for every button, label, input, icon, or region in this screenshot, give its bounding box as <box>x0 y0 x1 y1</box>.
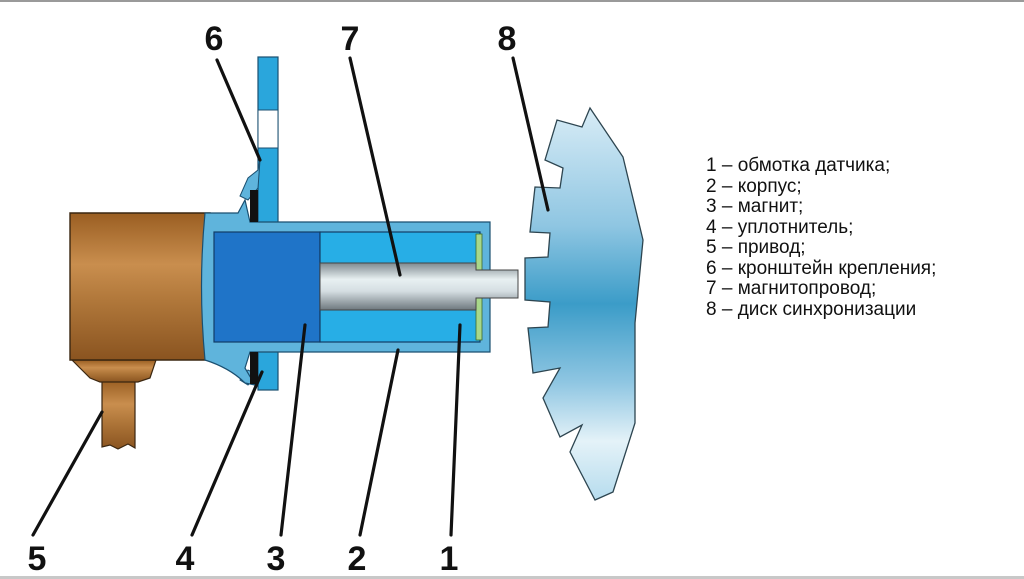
drive-part <box>69 212 211 450</box>
legend-item: 1 – обмотка датчика; <box>706 155 891 176</box>
magnet <box>213 231 321 343</box>
legend-item: 7 – магнитопровод; <box>706 278 877 299</box>
legend-item: 4 – уплотнитель; <box>706 216 854 238</box>
legend-item: 8 – диск синхронизации <box>706 298 917 320</box>
callout-5: 5 <box>28 540 47 578</box>
callout-2: 2 <box>348 540 367 578</box>
callout-3: 3 <box>267 540 286 578</box>
magnetic-core <box>319 262 519 311</box>
legend-item: 6 – кронштейн крепления; <box>706 257 937 279</box>
timing-disc <box>524 106 644 501</box>
legend: 1 – обмотка датчика; 2 – корпус; 3 – маг… <box>706 155 937 320</box>
callout-8: 8 <box>498 20 517 58</box>
legend-item: 3 – магнит; <box>706 196 804 217</box>
callout-4: 4 <box>176 540 195 578</box>
leader-lines <box>31 56 550 537</box>
seal-top <box>250 190 258 222</box>
callout-6: 6 <box>205 20 224 58</box>
seal-bottom <box>250 352 258 384</box>
callout-7: 7 <box>341 20 360 58</box>
callout-1: 1 <box>440 540 459 578</box>
legend-item: 5 – привод; <box>706 237 806 258</box>
legend-item: 2 – корпус; <box>706 175 802 197</box>
